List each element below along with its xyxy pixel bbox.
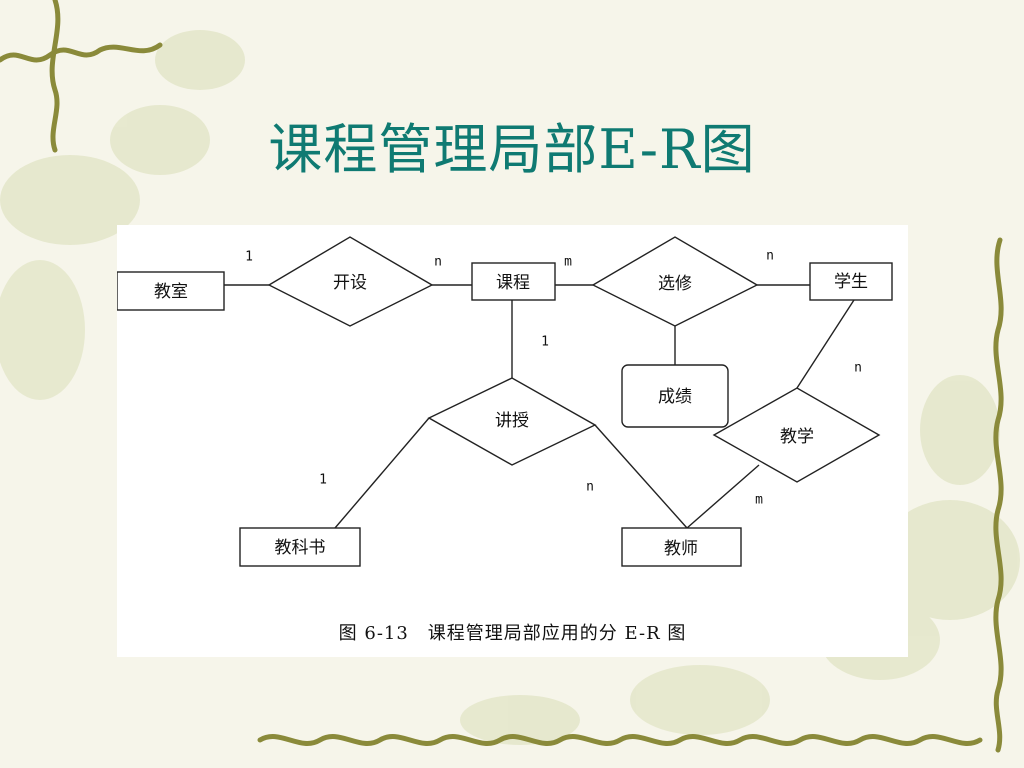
diagram-caption: 图 6-13 课程管理局部应用的分 E-R 图 [338, 623, 687, 644]
entity-classroom [117, 271, 225, 311]
relationship-teach [712, 387, 881, 483]
entity-course [471, 262, 556, 301]
entity-teacher [621, 527, 742, 567]
entity-student [809, 262, 893, 301]
relationship-elective [591, 236, 759, 327]
cardinality-textbook-lecture: 1 [319, 473, 327, 488]
relationship-lecture-label: 讲授 [495, 411, 529, 431]
vine-right [993, 237, 1004, 753]
cardinality-student-teach: n [854, 361, 862, 376]
cardinality-offer-course: n [434, 255, 442, 270]
slide-title: 课程管理局部E-R图 [268, 118, 756, 181]
edge-student-teach [796, 299, 855, 389]
vine-top-left [0, 0, 163, 153]
cardinality-course-elective: m [564, 255, 572, 270]
entity-grade [621, 364, 729, 428]
cardinality-teach-teacher: m [755, 493, 763, 508]
cardinality-elective-student: n [766, 249, 774, 264]
cardinality-classroom-offer: 1 [245, 250, 253, 265]
relationship-teach-label: 教学 [780, 427, 814, 447]
relationship-elective-label: 选修 [658, 274, 692, 294]
cardinality-lecture-teacher: n [586, 480, 594, 495]
er-diagram: 教室 课程 学生 成绩 教科书 教师 开设 选修 讲授 教学 1 n m n 1… [117, 236, 893, 567]
edge-teach-teacher [686, 464, 760, 529]
vine-bottom [257, 734, 983, 746]
cardinality-course-lecture: 1 [541, 335, 549, 350]
entity-teacher-label: 教师 [664, 539, 698, 559]
er-diagram-panel: 教室 课程 学生 成绩 教科书 教师 开设 选修 讲授 教学 1 n m n 1… [117, 225, 908, 657]
entity-textbook [239, 527, 361, 567]
leaf-decoration [0, 30, 1020, 745]
entity-course-label: 课程 [496, 273, 530, 293]
entity-grade-label: 成绩 [658, 387, 692, 407]
entity-student-label: 学生 [834, 272, 868, 292]
edge-lecture-teacher [594, 424, 688, 529]
relationship-offer [267, 236, 434, 327]
relationship-offer-label: 开设 [333, 273, 367, 293]
entity-classroom-label: 教室 [154, 282, 188, 302]
entity-textbook-label: 教科书 [275, 538, 326, 558]
relationship-lecture [427, 377, 597, 466]
edge-textbook-lecture [334, 417, 430, 529]
